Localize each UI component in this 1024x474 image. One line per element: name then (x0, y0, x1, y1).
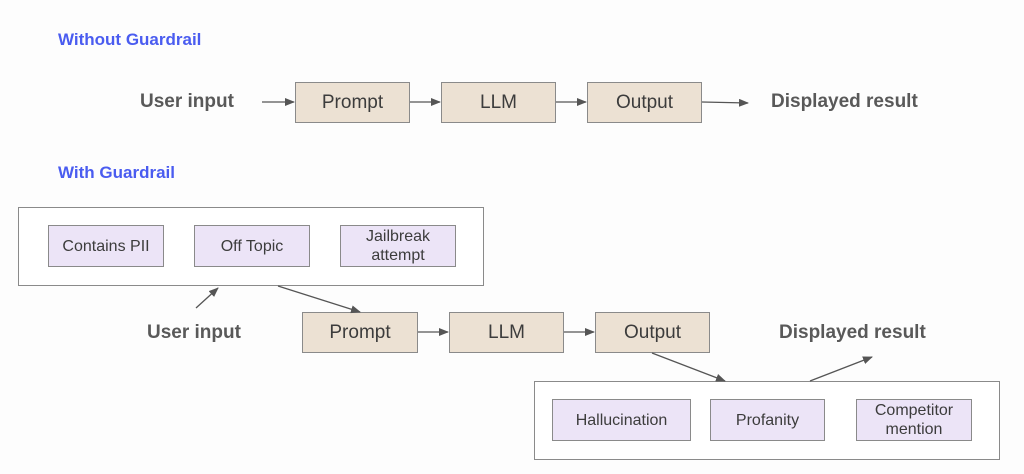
llm-box-guarded: LLM (449, 312, 564, 353)
arrow-user-input-to-guards (195, 287, 219, 309)
user-input-label-guarded: User input (147, 322, 241, 343)
llm-box: LLM (441, 82, 556, 123)
output-box-guarded: Output (595, 312, 710, 353)
prompt-box-guarded: Prompt (302, 312, 418, 353)
arrow-guards-to-prompt (277, 285, 361, 314)
guard-off-topic: Off Topic (194, 225, 310, 267)
guard-competitor-mention: Competitor mention (856, 399, 972, 441)
guard-jailbreak-attempt: Jailbreak attempt (340, 225, 456, 267)
guard-hallucination: Hallucination (552, 399, 691, 441)
arrow-output-to-result (701, 98, 749, 107)
arrow-output-to-guards (651, 352, 726, 382)
guard-contains-pii: Contains PII (48, 225, 164, 267)
user-input-label: User input (140, 91, 234, 112)
with-guardrail-heading: With Guardrail (58, 163, 175, 182)
prompt-box: Prompt (295, 82, 410, 123)
displayed-result-label-guarded: Displayed result (779, 322, 926, 343)
arrow-guards-to-result (809, 356, 873, 382)
without-guardrail-heading: Without Guardrail (58, 30, 202, 49)
displayed-result-label: Displayed result (771, 91, 918, 112)
guard-profanity: Profanity (710, 399, 825, 441)
output-box: Output (587, 82, 702, 123)
